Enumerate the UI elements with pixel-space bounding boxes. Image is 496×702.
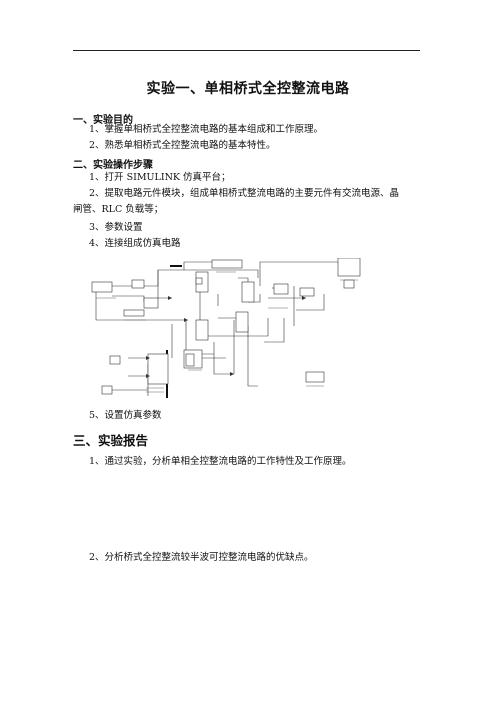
step-4: 4、连接组成仿真电路 (89, 238, 181, 249)
section1-heading: 一、实验目的 (73, 115, 133, 126)
objective-item-1: 1、掌握单相桥式全控整流电路的基本组成和工作原理。 (89, 124, 324, 135)
step-3: 3、参数设置 (89, 222, 143, 233)
report-question-2: 2、分析桥式全控整流较半波可控整流电路的优缺点。 (89, 552, 314, 563)
simulink-circuit-diagram (91, 258, 361, 398)
step-1: 1、打开 SIMULINK 仿真平台； (89, 172, 231, 183)
report-question-1: 1、通过实验，分析单相全控整流电路的工作特性及工作原理。 (89, 456, 352, 467)
page-title: 实验一、单相桥式全控整流电路 (146, 81, 350, 97)
step-2-line-1: 2、提取电路元件模块，组成单相桥式整流电路的主要元件有交流电源、晶 (89, 188, 400, 199)
header-rule (73, 50, 420, 51)
step-5: 5、设置仿真参数 (89, 410, 162, 421)
section2-heading: 二、实验操作步骤 (73, 160, 153, 171)
objective-item-2: 2、熟悉单相桥式全控整流电路的基本特性。 (89, 140, 276, 151)
section3-heading: 三、实验报告 (73, 433, 149, 448)
step-2-line-2: 闸管、RLC 负载等； (73, 204, 164, 215)
